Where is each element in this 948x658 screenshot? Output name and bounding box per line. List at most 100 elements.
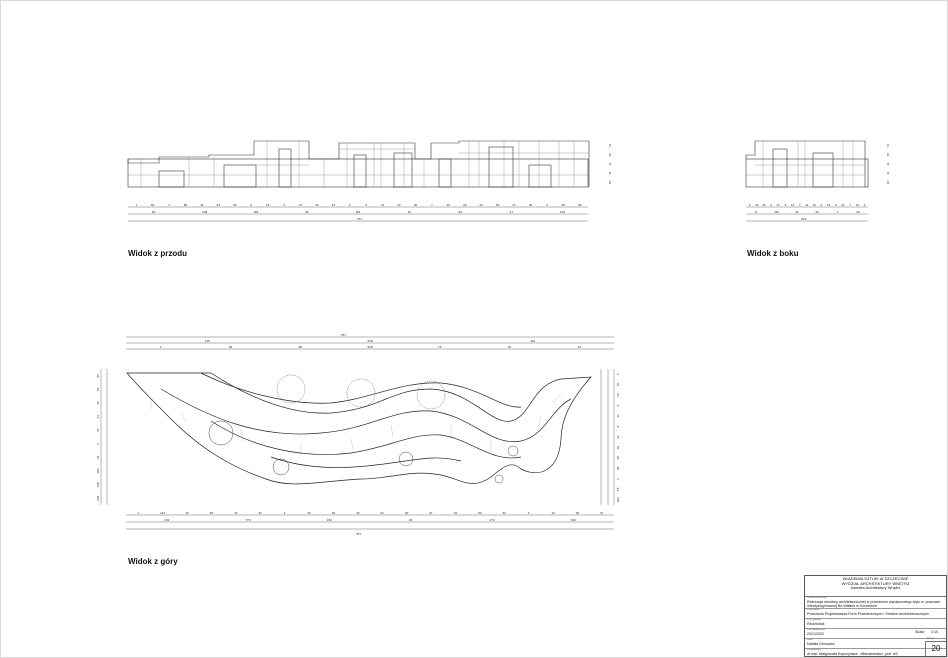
dimension-label: 538 — [367, 339, 372, 343]
dimension-label: 86 — [184, 203, 188, 207]
dimension-label: 32 — [259, 511, 263, 515]
dimension-label: 4 — [749, 203, 751, 207]
scale-value: 1:10 — [931, 630, 938, 634]
dimension-label: 93 — [459, 210, 463, 214]
dimension-label: 14 — [791, 203, 795, 207]
sheet-number: 20 — [931, 644, 941, 653]
top-view-label: Widok z góry — [128, 557, 178, 566]
dimension-label: 7 — [431, 203, 433, 207]
dimension-label: 33 — [454, 511, 458, 515]
dimension-label: 20 — [508, 345, 512, 349]
sheet-number-box: Nr rys. 20 — [925, 637, 946, 656]
dimension-label: 12 — [397, 203, 401, 207]
dimension-label: 15 — [608, 153, 612, 157]
dimension-label: 85 — [96, 374, 100, 378]
dimension-label: 61 — [381, 511, 385, 515]
dimension-label: 63 — [217, 203, 221, 207]
dimension-label: 30 — [405, 511, 409, 515]
dimension-label: 20 — [414, 203, 418, 207]
dimension-label: 3 — [546, 203, 548, 207]
dimension-label: 21 — [96, 415, 100, 419]
wave-structure-outline — [126, 372, 592, 485]
dimension-label: 73 — [608, 144, 612, 148]
dimension-label: 11 — [886, 171, 890, 174]
dimension-label: 6 — [616, 478, 620, 480]
type-text: Rzut/widok — [807, 621, 825, 626]
dimension-label: 25 — [210, 511, 214, 515]
dimension-label: 15 — [616, 487, 620, 491]
dimension-label: 22 — [616, 435, 620, 439]
subject-text: Rekreacja struktury architektonicznej w … — [807, 599, 941, 609]
dimension-label: 43 — [332, 203, 336, 207]
dimension-label: 62 — [305, 210, 309, 214]
dimension-label: 539 — [367, 345, 372, 349]
dimension-label: 152 — [571, 518, 576, 522]
dimension-label: 170 — [489, 518, 494, 522]
dimension-label: 19 — [96, 455, 100, 459]
dimension-label: 7 — [837, 210, 839, 214]
dimension-label: 15 — [96, 401, 100, 405]
dimension-label: 114 — [530, 339, 535, 343]
dimension-label: 116 — [774, 210, 779, 214]
dimension-label: 18 — [856, 210, 860, 214]
dimension-label: 60 — [332, 511, 336, 515]
dimension-label: 90 — [478, 511, 482, 515]
dimension-label: 16 — [616, 393, 620, 397]
dimension-label: 67 — [600, 511, 604, 515]
dimension-label: 11 — [608, 162, 612, 165]
dimension-label: 27 — [299, 203, 303, 207]
dimension-label: 8 — [755, 210, 757, 214]
dimension-label: 20 — [307, 511, 311, 515]
dimension-label: 118 — [96, 482, 100, 487]
dimension-label: 36 — [447, 203, 451, 207]
dimension-label: 36 — [576, 511, 580, 515]
front-view-label: Widok z przodu — [128, 249, 188, 258]
dimension-label: 103 — [560, 210, 565, 214]
dimension-label: 10 — [185, 511, 189, 515]
sheet-number-label: Nr rys. — [927, 637, 935, 640]
dimension-label: 1 — [135, 203, 137, 207]
dimension-label: 55 — [562, 203, 566, 207]
dimension-label: 133 — [164, 518, 169, 522]
dimension-label: 104 — [96, 468, 100, 473]
faculty-name: WYDZIAŁ ARCHITEKTURY WNĘTRZ — [841, 580, 910, 586]
supervisor-row: Prowadzący dr hab. Małgorzata Kopczyńska… — [805, 649, 946, 658]
dimension-label: 151 — [355, 210, 360, 214]
dimension-label: 52 — [496, 203, 500, 207]
dimension-label: 1 — [283, 203, 285, 207]
department-name: Katedra Architektury Wnętrz — [850, 585, 901, 591]
studio-text: Pracownia Projektowania Form Przestrzenn… — [807, 611, 929, 616]
dimension-label: 19 — [755, 203, 759, 207]
studio-label: Pracownia — [807, 609, 820, 611]
dimension-label: 68 — [299, 345, 303, 349]
dimension-label: 41 — [200, 203, 204, 207]
dimension-label: 3 — [365, 203, 367, 207]
dimension-label: 203 — [96, 495, 100, 500]
dimension-label: 31 — [96, 428, 100, 432]
dimension-label: 4 — [284, 511, 286, 515]
title-block: AKADEMIA SZTUKI W SZCZECINIE WYDZIAŁ ARC… — [804, 575, 947, 657]
dimension-label: 20 — [233, 203, 237, 207]
dimension-label: 1 — [168, 203, 170, 207]
type-label: Typ rysunku — [807, 619, 821, 621]
dimension-label: 193 — [253, 210, 258, 214]
dimension-label: 73 — [886, 144, 890, 148]
dimension-label: 13 — [551, 511, 555, 515]
top-total-dimension: 767 — [341, 333, 346, 337]
dimension-label: 30 — [616, 456, 620, 460]
front-total-dimension: 767 — [357, 217, 362, 221]
side-total-dimension: 203 — [801, 217, 806, 221]
scale-label: Skala — [915, 630, 924, 634]
side-view-label: Widok z boku — [747, 249, 799, 258]
